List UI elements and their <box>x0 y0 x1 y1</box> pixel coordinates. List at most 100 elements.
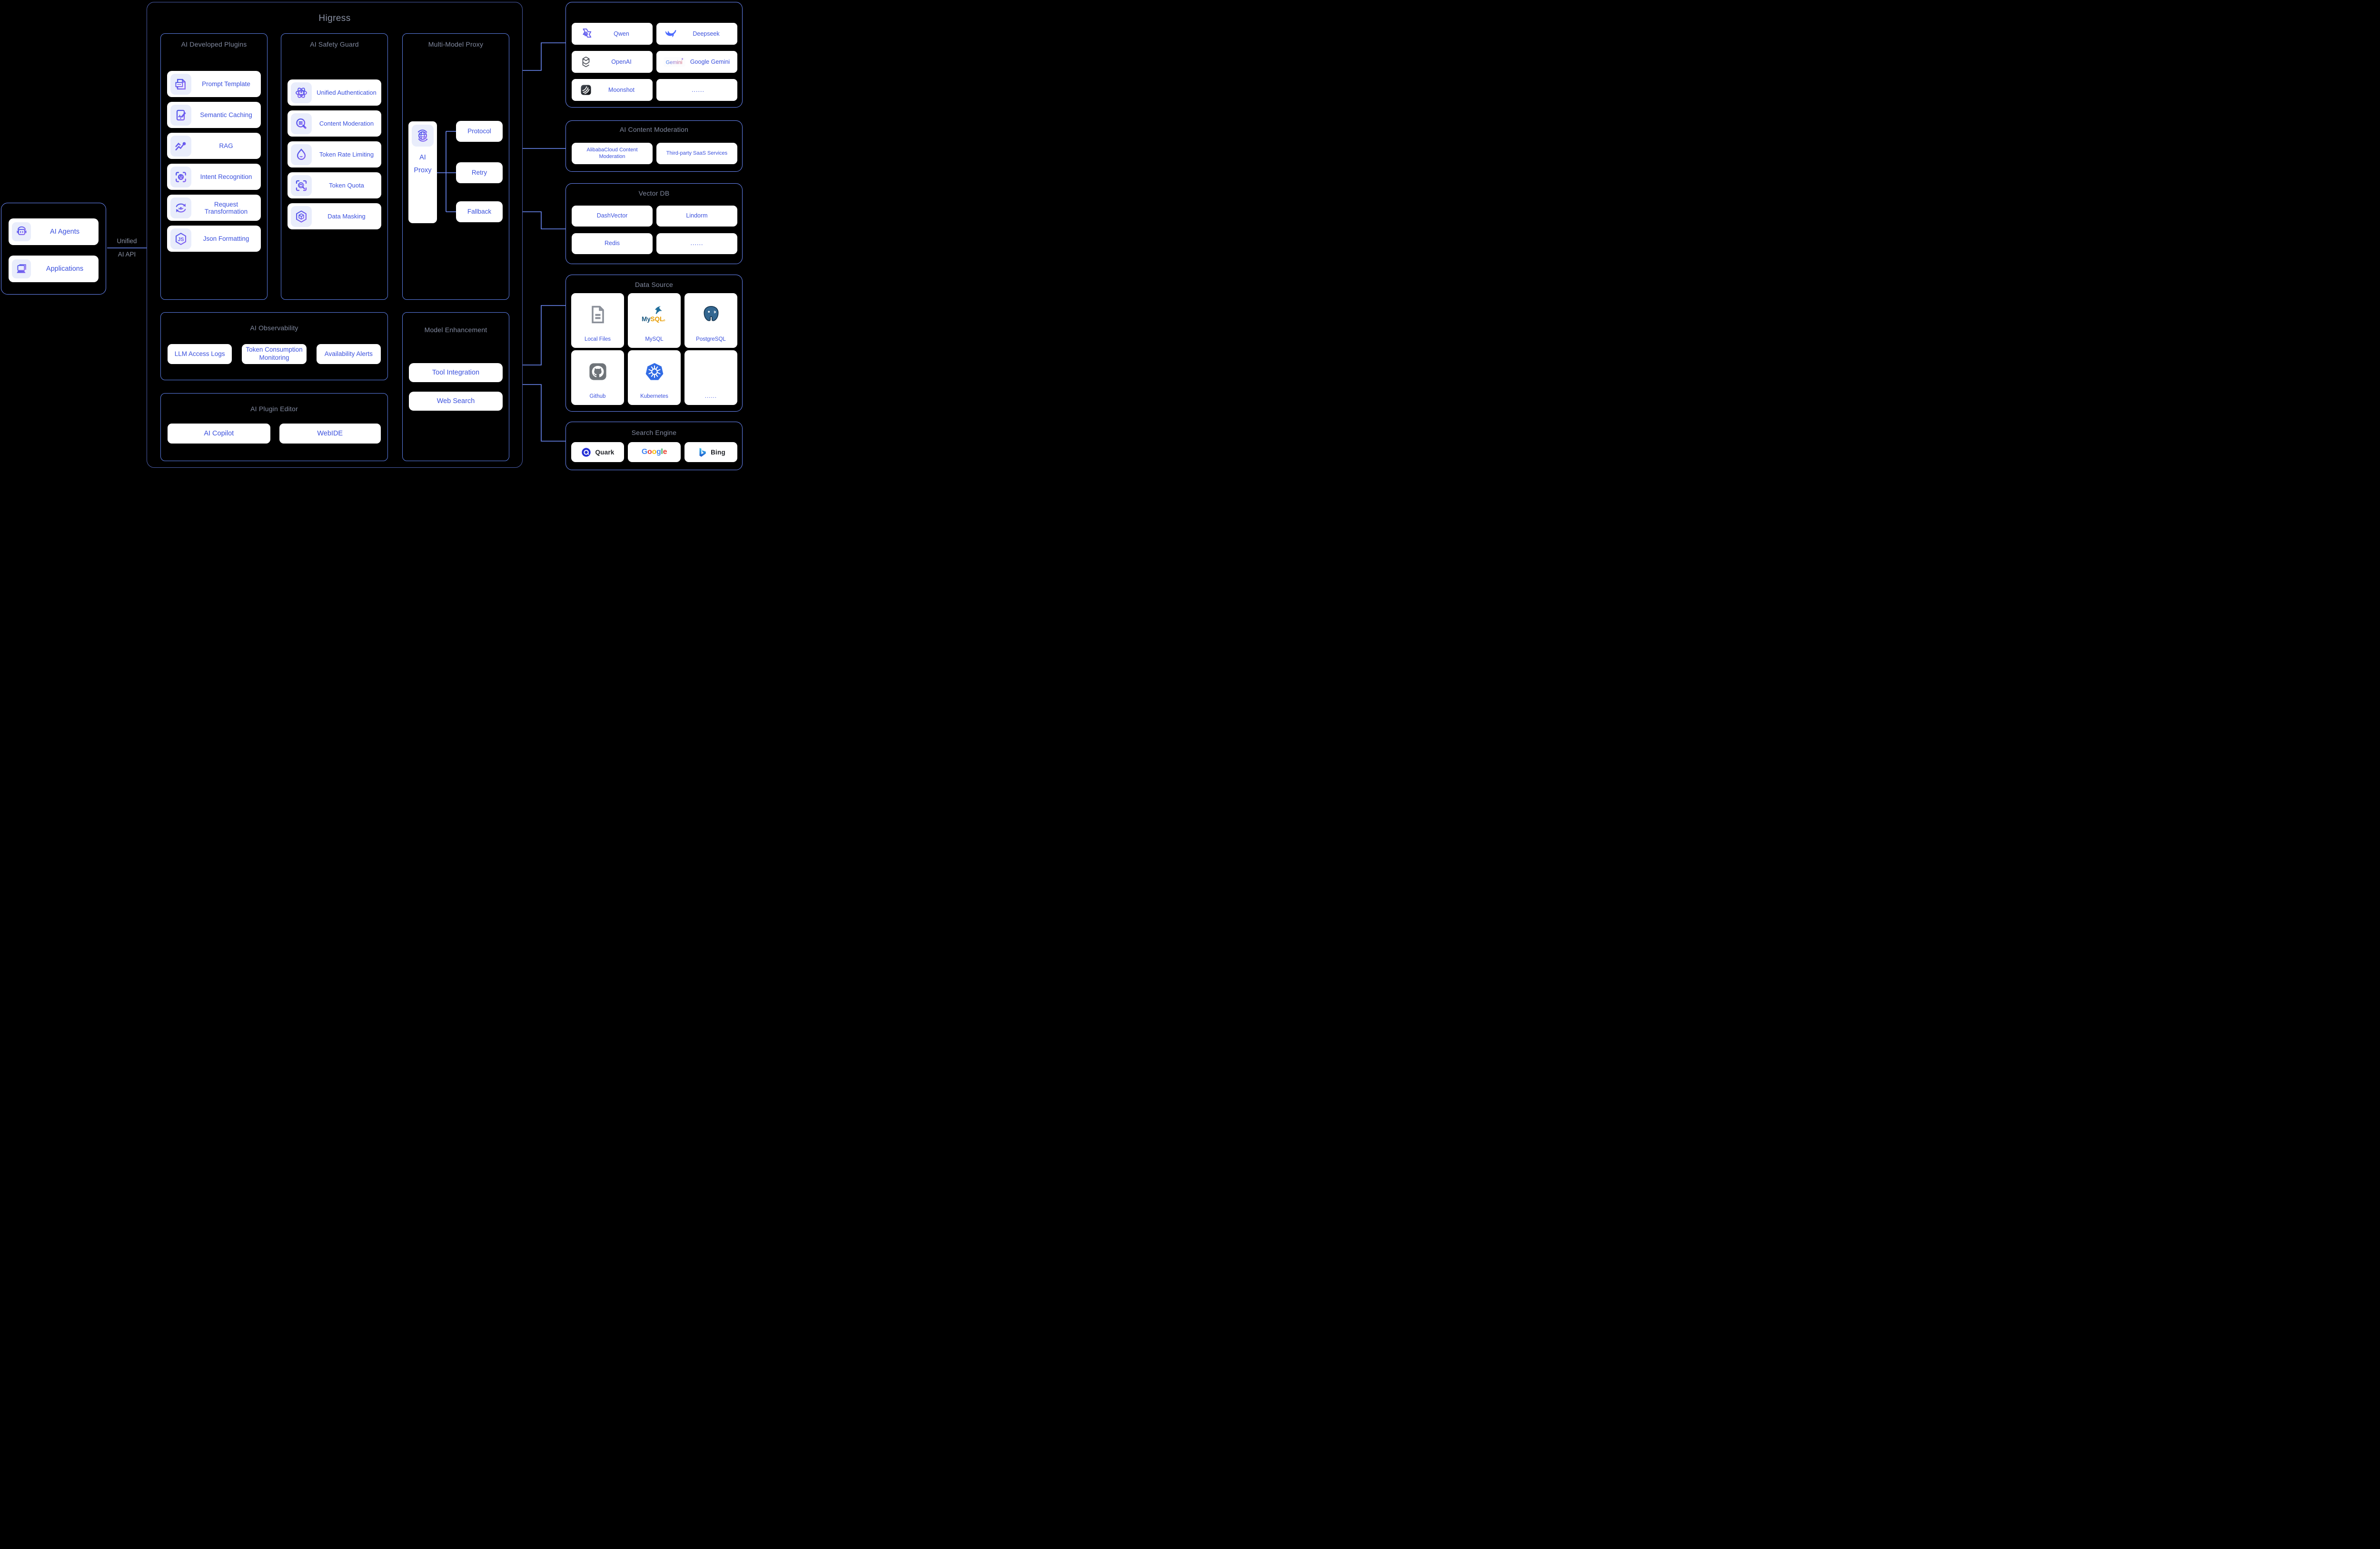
model-providers-panel: Qwen Deepseek OpenAI Gemini Google Gemin… <box>565 2 743 108</box>
google-logo: Google <box>641 448 667 456</box>
water-drop-icon <box>291 144 312 165</box>
enhancement-card-tool-integration: Tool Integration <box>409 363 503 382</box>
safety-list: Unified Authentication Content Moderatio… <box>288 79 381 229</box>
proxy-features-list: Protocol Retry Fallback <box>456 121 503 222</box>
content-moderation-panel: AI Content Moderation AlibabaCloud Conte… <box>565 120 743 172</box>
provider-card-openai: OpenAI <box>572 51 653 73</box>
intent-recognition-icon <box>170 166 191 187</box>
search-engine-list: Quark Google Bing <box>571 442 737 462</box>
globe-icon <box>412 125 434 147</box>
higress-container <box>147 2 523 468</box>
observability-card-token-consumption-monitoring: Token Consumption Monitoring <box>242 344 307 364</box>
qwen-logo <box>579 27 593 40</box>
semantic-caching-icon <box>170 104 191 126</box>
search-engine-title: Search Engine <box>631 429 677 436</box>
vector-db-card-redis: Redis <box>572 233 653 254</box>
data-source-card-postgresql: PostgreSQL <box>684 293 737 348</box>
quark-logo <box>581 447 592 458</box>
svg-text:SQL: SQL <box>650 316 664 323</box>
rag-chart-icon <box>170 135 191 157</box>
vector-db-card-lindorm: Lindorm <box>656 206 737 227</box>
higress-architecture-diagram: AI Agents Applications Unified AI API Hi… <box>0 0 746 471</box>
safety-card-token-quota: Token Quota <box>288 172 381 198</box>
plugin-card-semantic-caching: Semantic Caching <box>167 102 261 128</box>
search-engine-card-bing: Bing <box>684 442 737 462</box>
provider-card-qwen: Qwen <box>572 23 653 45</box>
safety-title: AI Safety Guard <box>310 40 359 48</box>
request-transformation-icon <box>170 197 191 218</box>
provider-card-moonshot: Moonshot <box>572 79 653 101</box>
plugins-box: AI Developed Plugins Prompt Template Sem… <box>160 33 268 300</box>
safety-box: AI Safety Guard Unified Authentication C… <box>281 33 388 300</box>
openai-logo <box>579 55 593 69</box>
proxy-title: Multi-Model Proxy <box>428 40 484 48</box>
proxy-feature-card-protocol: Protocol <box>456 121 503 142</box>
editor-card-ai-copilot: AI Copilot <box>168 424 270 444</box>
plugins-title: AI Developed Plugins <box>181 40 247 48</box>
higress-title: Higress <box>318 13 351 23</box>
plugin-card-json-formatting: JS Json Formatting <box>167 226 261 252</box>
plugin-card-prompt-template: Prompt Template <box>167 71 261 97</box>
vector-db-list: DashVector Lindorm Redis ...... <box>572 206 737 254</box>
github-logo <box>587 350 608 393</box>
provider-card-more: ...... <box>656 79 737 101</box>
ai-proxy-label-line1: AI <box>419 154 426 161</box>
safety-card-data-masking: Data Masking <box>288 203 381 229</box>
provider-card-google-gemini: Gemini Google Gemini <box>656 51 737 73</box>
clients-list: AI Agents Applications <box>9 218 99 282</box>
kubernetes-logo <box>644 350 665 393</box>
safety-card-unified-authentication: Unified Authentication <box>288 79 381 106</box>
client-card-applications: Applications <box>9 256 99 282</box>
observability-box: AI Observability LLM Access Logs Token C… <box>160 312 388 380</box>
enhancement-box: Model Enhancement Tool Integration Web S… <box>402 312 509 461</box>
observability-card-llm-access-logs: LLM Access Logs <box>168 344 232 364</box>
svg-text:Gemini: Gemini <box>666 60 683 66</box>
vector-db-card-more: ...... <box>656 233 737 254</box>
unified-api-label-bottom: AI API <box>118 251 136 258</box>
wire-higress-vectordb <box>523 211 565 229</box>
data-source-card-more: ...... <box>684 350 737 405</box>
vector-db-card-dashvector: DashVector <box>572 206 653 227</box>
provider-card-deepseek: Deepseek <box>656 23 737 45</box>
observability-card-availability-alerts: Availability Alerts <box>316 344 381 364</box>
plugin-editor-box: AI Plugin Editor AI Copilot WebIDE <box>160 393 388 461</box>
data-masking-icon <box>291 206 312 227</box>
plugin-card-intent-recognition: Intent Recognition <box>167 164 261 190</box>
file-icon <box>587 293 608 335</box>
clients-panel: AI Agents Applications <box>1 203 106 295</box>
content-moderation-title: AI Content Moderation <box>619 126 689 133</box>
json-hexagon-icon: JS <box>170 228 191 249</box>
search-engine-panel: Search Engine Quark Google Bing <box>565 422 743 470</box>
plugin-editor-list: AI Copilot WebIDE <box>168 424 381 444</box>
token-quota-icon <box>291 175 312 196</box>
moderation-card-alibabacloud-content-moderation: AlibabaCloud Content Moderation <box>572 143 653 164</box>
data-source-card-local-files: Local Files <box>571 293 624 348</box>
moderation-search-icon <box>291 113 312 134</box>
atom-auth-icon <box>291 82 312 103</box>
safety-card-content-moderation: Content Moderation <box>288 110 381 137</box>
robot-icon <box>12 222 31 241</box>
providers-list: Qwen Deepseek OpenAI Gemini Google Gemin… <box>572 23 737 101</box>
moderation-card-third-party-saas-services: Third-party SaaS Services <box>656 143 737 164</box>
moderation-list: AlibabaCloud Content Moderation Third-pa… <box>572 143 737 164</box>
plugin-card-request-transformation: Request Transformation <box>167 195 261 221</box>
prompt-template-icon <box>170 73 191 95</box>
observability-title: AI Observability <box>250 324 298 332</box>
search-engine-card-quark: Quark <box>571 442 624 462</box>
enhancement-list: Tool Integration Web Search <box>409 363 503 411</box>
data-source-card-github: Github <box>571 350 624 405</box>
svg-text:JS: JS <box>178 237 184 242</box>
enhancement-card-web-search: Web Search <box>409 392 503 411</box>
deepseek-logo <box>664 27 678 40</box>
search-engine-card-google: Google <box>628 442 681 462</box>
wire-higress-providers <box>523 42 565 71</box>
safety-card-token-rate-limiting: Token Rate Limiting <box>288 141 381 168</box>
unified-api-label-top: Unified <box>117 237 137 245</box>
data-source-title: Data Source <box>635 281 674 288</box>
postgresql-logo <box>701 293 722 335</box>
data-source-card-kubernetes: Kubernetes <box>628 350 681 405</box>
wire-higress-searchengine <box>523 384 565 442</box>
proxy-box: Multi-Model Proxy <box>402 33 509 300</box>
